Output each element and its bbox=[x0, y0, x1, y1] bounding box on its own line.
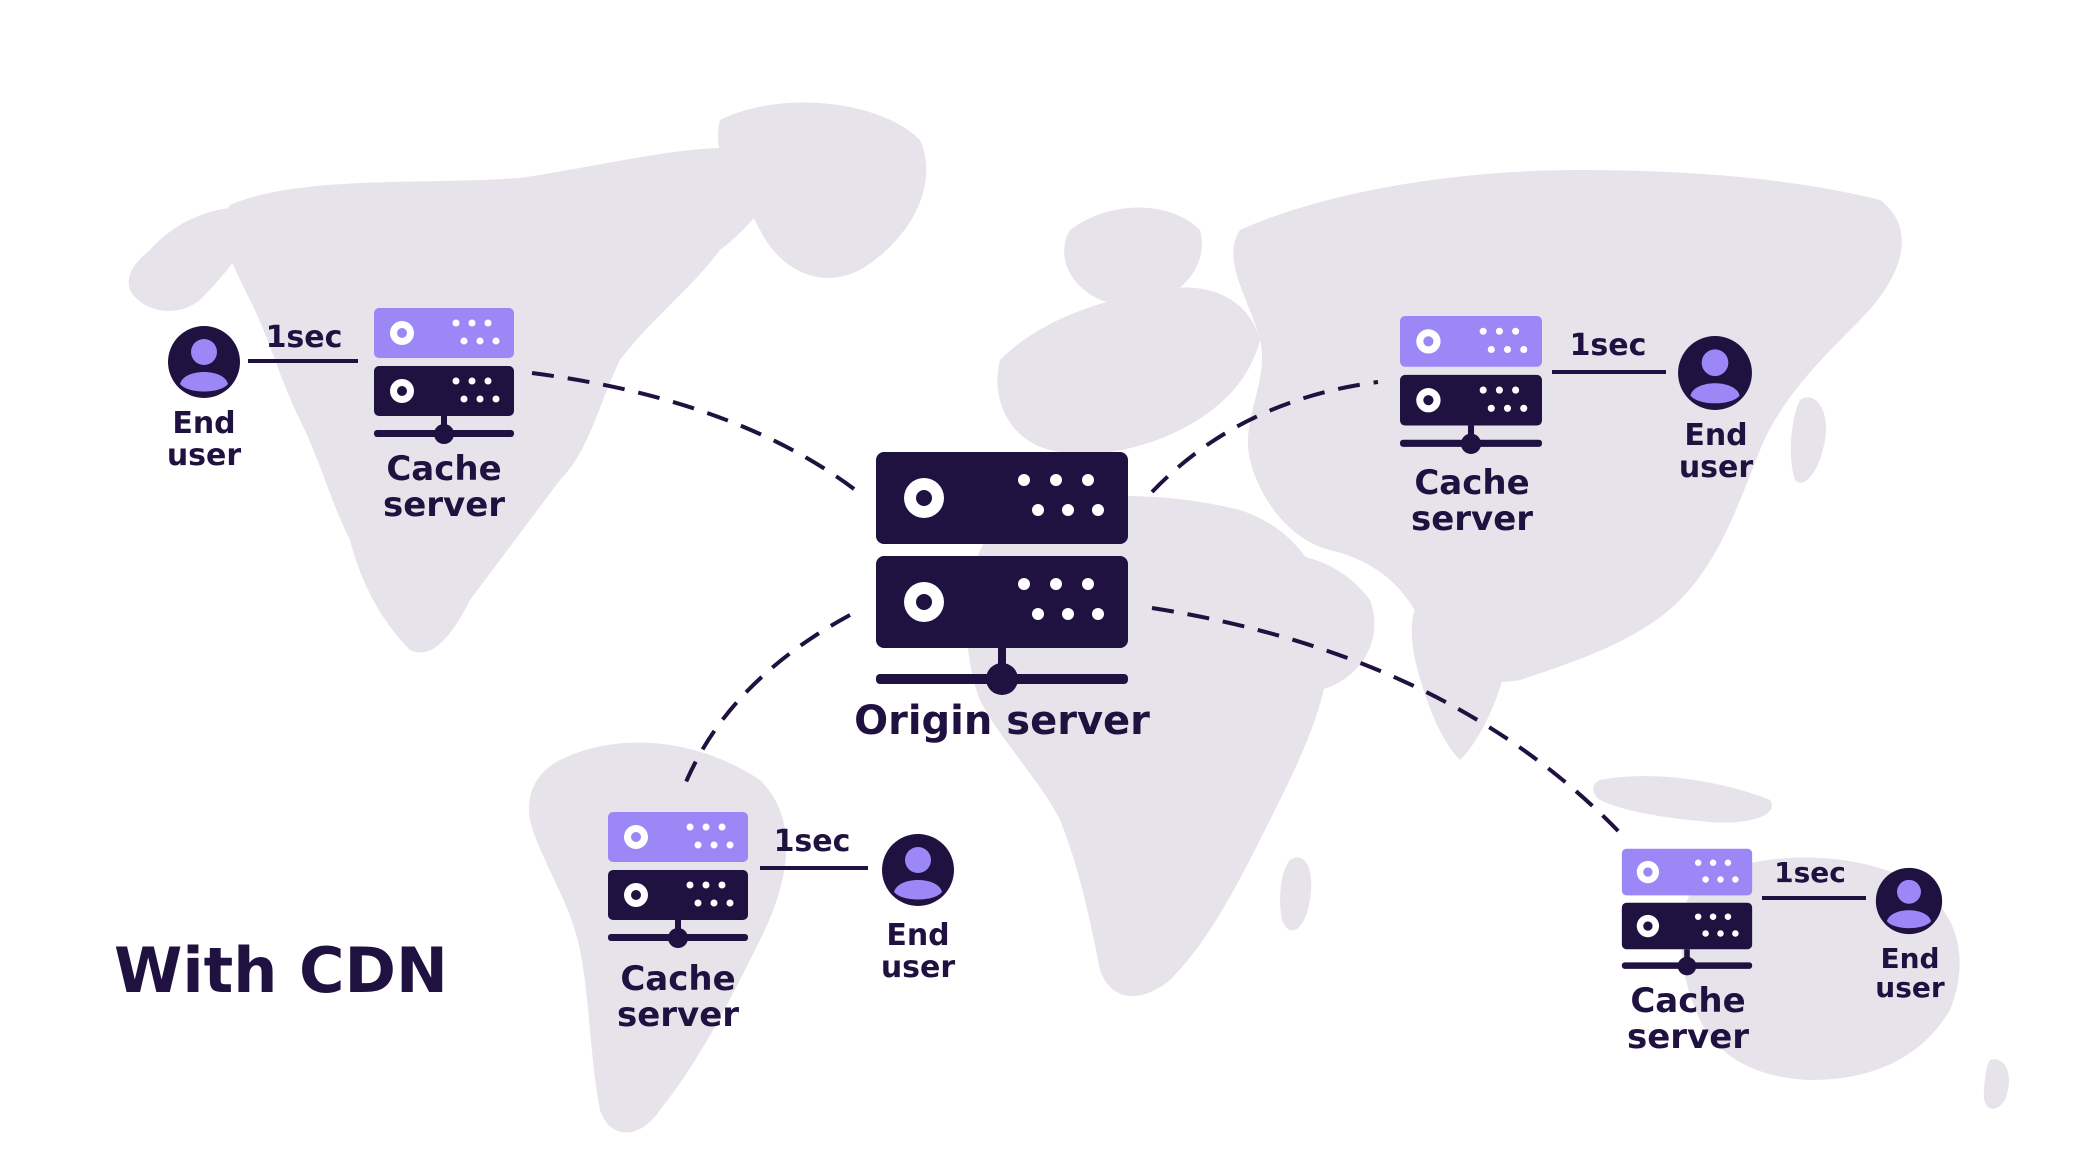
end-user-asia-icon bbox=[1678, 336, 1752, 410]
cache-server-sa-icon bbox=[608, 812, 748, 948]
diagram-title: With CDN bbox=[114, 934, 448, 1007]
continent-alaska bbox=[128, 206, 270, 311]
end-user-au-label: End user bbox=[1875, 942, 1945, 1005]
end-user-na-label: End user bbox=[166, 406, 242, 473]
continent-scandinavia bbox=[1064, 207, 1202, 306]
cache-server-na-label: Cache server bbox=[382, 449, 506, 525]
latency-asia-label: 1sec bbox=[1569, 328, 1647, 363]
cache-server-asia-icon bbox=[1400, 316, 1542, 454]
end-user-sa-icon bbox=[882, 834, 954, 906]
end-user-sa-label: End user bbox=[880, 918, 956, 985]
latency-au-label: 1sec bbox=[1774, 856, 1846, 889]
end-user-na-icon bbox=[168, 326, 240, 398]
cache-server-au-icon bbox=[1621, 848, 1753, 976]
cache-server-na-icon bbox=[374, 308, 514, 444]
latency-na-label: 1sec bbox=[265, 320, 343, 355]
continent-greenland bbox=[718, 102, 927, 278]
end-user-asia-label: End user bbox=[1678, 418, 1754, 485]
link-origin-na bbox=[531, 371, 864, 497]
cache-server-sa-label: Cache server bbox=[616, 959, 740, 1035]
cache-server-asia-label: Cache server bbox=[1410, 463, 1534, 539]
continent-india bbox=[1411, 597, 1510, 760]
continent-indonesia bbox=[1593, 776, 1772, 823]
origin-server-icon bbox=[876, 452, 1128, 695]
continent-japan bbox=[1790, 397, 1826, 483]
link-origin-au bbox=[1151, 606, 1624, 837]
continent-europe bbox=[997, 287, 1260, 454]
latency-sa-label: 1sec bbox=[773, 824, 851, 859]
continent-asia bbox=[1233, 170, 1902, 682]
continent-new-zealand bbox=[1983, 1059, 2010, 1109]
end-user-au-icon bbox=[1875, 867, 1943, 935]
link-origin-asia bbox=[1150, 380, 1379, 494]
link-origin-sa bbox=[684, 613, 851, 783]
cache-server-au-label: Cache server bbox=[1626, 981, 1750, 1057]
continent-madagascar bbox=[1280, 857, 1312, 931]
origin-server-label: Origin server bbox=[854, 698, 1150, 744]
